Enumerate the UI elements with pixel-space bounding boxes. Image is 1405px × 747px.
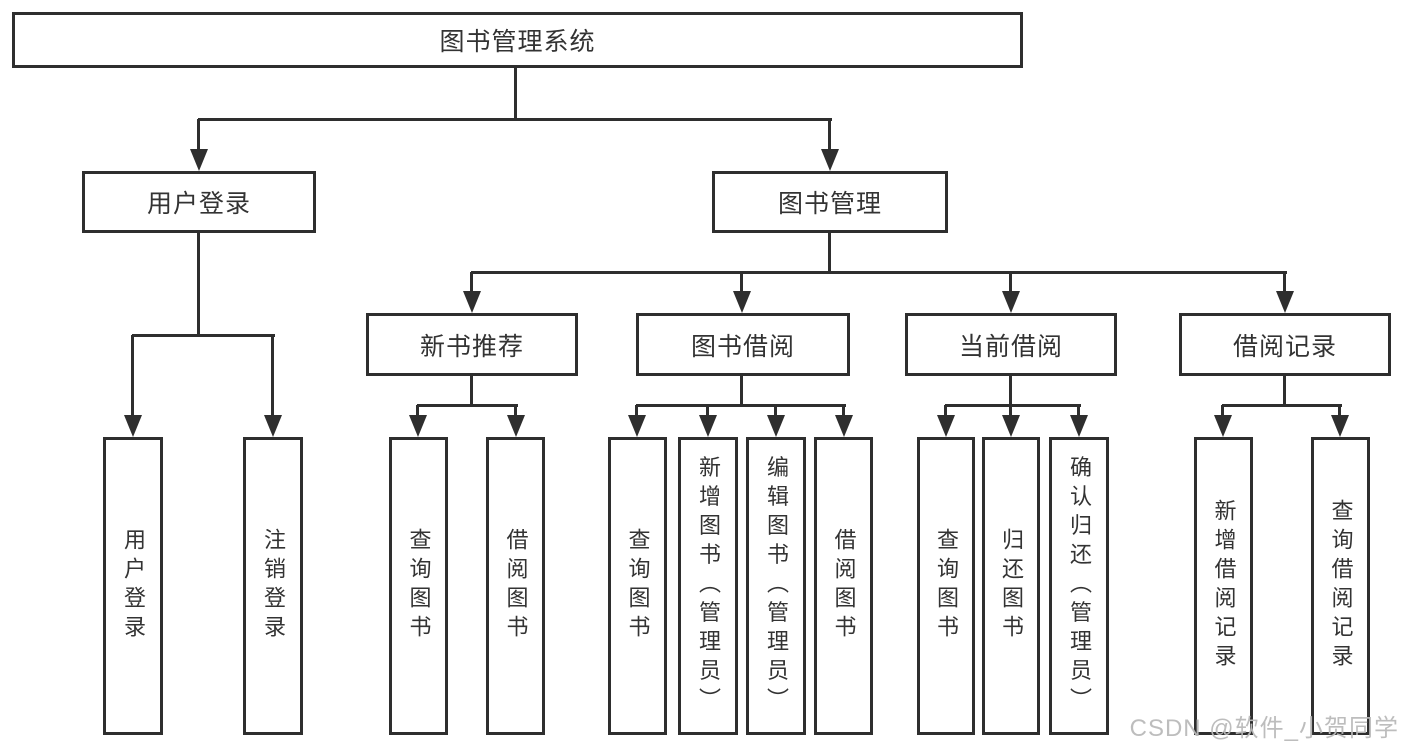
node-label: 图书借阅: [690, 332, 795, 361]
arrow-down-icon: [1002, 291, 1020, 313]
node-borrow-books-borrowing: 借阅图书: [814, 437, 873, 735]
connector-hline: [636, 404, 846, 407]
connector-vline: [1283, 376, 1286, 407]
connector-vline: [828, 233, 831, 274]
arrow-down-icon: [463, 291, 481, 313]
connector-vline: [1009, 272, 1012, 299]
connector-vline: [1009, 376, 1012, 407]
node-label: 注销登录: [261, 528, 286, 644]
node-label: 归还图书: [999, 528, 1024, 644]
node-query-books-current: 查询图书: [917, 437, 975, 735]
node-library-management-system: 图书管理系统: [12, 12, 1023, 68]
arrow-down-icon: [1070, 415, 1088, 437]
node-label: 查询图书: [934, 528, 959, 644]
node-label: 借阅图书: [831, 528, 857, 644]
arrow-down-icon: [409, 415, 427, 437]
connector-vline: [197, 119, 200, 157]
node-confirm-return-admin: 确认归还（管理员）: [1049, 437, 1109, 735]
node-label: 新书推荐: [419, 332, 524, 361]
node-query-borrow-record: 查询借阅记录: [1311, 437, 1370, 735]
arrow-down-icon: [1002, 415, 1020, 437]
node-label: 图书管理: [777, 190, 882, 218]
node-label: 用户登录: [121, 528, 146, 644]
connector-vline: [470, 376, 473, 407]
node-edit-books-admin: 编辑图书（管理员）: [746, 437, 806, 735]
node-add-books-admin: 新增图书（管理员）: [678, 437, 738, 735]
connector-vline: [1283, 272, 1286, 299]
node-book-borrowing: 图书借阅: [636, 313, 850, 376]
connector-vline: [131, 335, 134, 425]
arrow-down-icon: [124, 415, 142, 437]
connector-vline: [197, 233, 200, 337]
connector-vline: [828, 119, 831, 157]
arrow-down-icon: [190, 149, 208, 171]
arrow-down-icon: [1214, 415, 1232, 437]
node-label: 借阅记录: [1232, 332, 1337, 361]
arrow-down-icon: [699, 415, 717, 437]
connector-hline: [132, 334, 275, 337]
node-borrow-books-recommend: 借阅图书: [486, 437, 545, 735]
node-add-borrow-record: 新增借阅记录: [1194, 437, 1253, 735]
node-label: 图书管理系统: [439, 28, 596, 56]
node-new-book-recommendation: 新书推荐: [366, 313, 578, 376]
connector-hline: [945, 404, 1081, 407]
node-query-books-recommend: 查询图书: [389, 437, 448, 735]
node-label: 借阅图书: [503, 528, 529, 644]
arrow-down-icon: [767, 415, 785, 437]
node-label: 当前借阅: [958, 332, 1063, 361]
connector-vline: [271, 335, 274, 425]
node-label: 新增借阅记录: [1211, 499, 1237, 673]
arrow-down-icon: [835, 415, 853, 437]
node-label: 查询借阅记录: [1328, 499, 1354, 673]
connector-hline: [471, 271, 1287, 274]
node-book-management-branch: 图书管理: [712, 171, 948, 233]
node-user-login-leaf: 用户登录: [103, 437, 163, 735]
node-borrowing-records: 借阅记录: [1179, 313, 1391, 376]
node-query-books-borrowing: 查询图书: [608, 437, 667, 735]
node-label: 查询图书: [625, 528, 651, 644]
node-label: 用户登录: [146, 190, 251, 218]
arrow-down-icon: [507, 415, 525, 437]
connector-hline: [417, 404, 518, 407]
arrow-down-icon: [1331, 415, 1349, 437]
arrow-down-icon: [628, 415, 646, 437]
node-current-borrowing: 当前借阅: [905, 313, 1117, 376]
connector-hline: [1222, 404, 1342, 407]
connector-hline: [198, 118, 832, 121]
arrow-down-icon: [937, 415, 955, 437]
arrow-down-icon: [264, 415, 282, 437]
arrow-down-icon: [733, 291, 751, 313]
arrow-down-icon: [1276, 291, 1294, 313]
node-label: 编辑图书（管理员）: [764, 455, 789, 717]
node-logout-leaf: 注销登录: [243, 437, 303, 735]
node-label: 确认归还（管理员）: [1067, 455, 1092, 717]
arrow-down-icon: [821, 149, 839, 171]
node-label: 查询图书: [406, 528, 432, 644]
connector-vline: [740, 376, 743, 407]
connector-vline: [514, 68, 517, 121]
node-label: 新增图书（管理员）: [696, 455, 721, 717]
connector-vline: [740, 272, 743, 299]
node-user-login-branch: 用户登录: [82, 171, 316, 233]
node-return-books: 归还图书: [982, 437, 1040, 735]
csdn-watermark: CSDN @软件_小贺同学: [1129, 715, 1399, 742]
connector-vline: [470, 272, 473, 299]
